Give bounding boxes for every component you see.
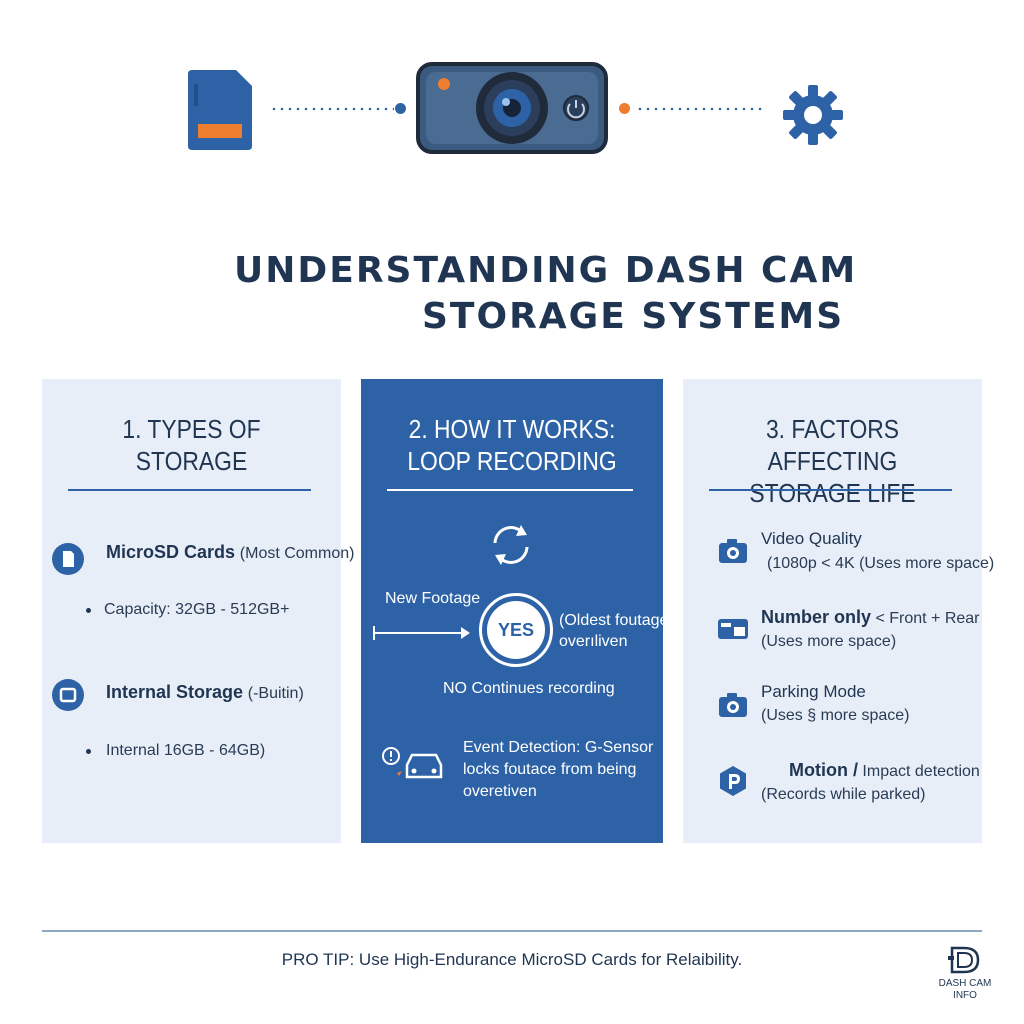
- arrow-head: [461, 627, 470, 639]
- connector-node-blue: [395, 103, 406, 114]
- bullet-dot: [86, 749, 91, 754]
- new-footage-label: New Footage: [385, 590, 481, 607]
- oldest-line-1: (Oldest foutage: [559, 612, 669, 629]
- bullet-capacity: Capacity: 32GB - 512GB+: [104, 601, 290, 618]
- item-label: MicroSD Cards: [106, 542, 236, 562]
- hero-icon-strip: [0, 0, 1024, 200]
- no-continues-text: NO Continues recording: [443, 680, 615, 697]
- factor-label: Motion /: [789, 760, 858, 780]
- panel-title-line-2: STORAGE LIFE: [749, 478, 916, 508]
- yes-ring: [479, 593, 553, 667]
- camera-icon: [719, 539, 747, 563]
- logo-line-2: INFO: [953, 990, 977, 1001]
- factor-label: Video Quality: [761, 529, 862, 548]
- parking-icon: [720, 766, 746, 796]
- event-line-3: overetiven: [463, 783, 537, 800]
- car-alert-icon: [382, 747, 443, 779]
- item-label: Internal Storage: [106, 682, 244, 702]
- connector-dots-left: [270, 107, 394, 111]
- panel-title-line-1: 3. FACTORS AFFECTING: [765, 414, 900, 476]
- page-title: UNDERSTANDING DASH CAM STORAGE SYSTEMS: [0, 248, 1024, 340]
- event-line-2: locks foutace from being: [463, 761, 637, 778]
- bullet-dot: [86, 608, 91, 613]
- divider: [68, 489, 311, 491]
- yes-badge: YES: [487, 601, 545, 659]
- dash-camera-icon: [416, 62, 608, 154]
- title-line-1: UNDERSTANDING DASH CAM: [234, 250, 858, 291]
- factor-label-rest: < Front + Rear: [871, 610, 980, 627]
- panel-title-line-2: LOOP RECORDING: [407, 446, 617, 476]
- oldest-line-2: overıliven: [559, 633, 628, 650]
- camera-icon: [719, 693, 747, 717]
- panel-loop-recording: 2. HOW IT WORKS: LOOP RECORDING New Foot…: [361, 379, 668, 843]
- chip-icon: [52, 679, 84, 711]
- item-note: (-Buitin): [247, 685, 304, 702]
- divider: [709, 489, 952, 491]
- panel-title-line-1: 1. TYPES OF: [122, 414, 261, 444]
- panel-title: 1. TYPES OF STORAGE: [60, 413, 323, 477]
- panel-title-line-1: 2. HOW IT WORKS:: [408, 414, 616, 444]
- sd-card-icon: [52, 543, 84, 575]
- dual-camera-icon: [718, 619, 748, 639]
- factor-sub: (Records while parked): [761, 786, 926, 803]
- divider: [387, 489, 633, 491]
- panel-types-of-storage: 1. TYPES OF STORAGE MicroSD Cards (Most …: [42, 379, 354, 843]
- panel-title: 2. HOW IT WORKS: LOOP RECORDING: [379, 413, 645, 477]
- title-line-2: STORAGE SYSTEMS: [422, 296, 845, 337]
- panel-title-line-2: STORAGE: [135, 446, 248, 476]
- factor-sub: (1080p < 4K (Uses more space): [767, 555, 995, 572]
- logo-text: DASH CAM INFO: [925, 978, 1005, 1002]
- pro-tip: PRO TIP: Use High-Endurance MicroSD Card…: [281, 950, 743, 969]
- storage-item-internal: Internal Storage (-Buitin): [106, 681, 304, 705]
- factor-motion-detection: Motion / Impact detection: [789, 759, 980, 783]
- event-detection-note: Event Detection: G-Sensor locks foutace …: [463, 737, 653, 803]
- factor-label-rest: Impact detection: [857, 763, 980, 780]
- connector-dots-right: [636, 107, 766, 111]
- gear-icon: [783, 85, 843, 145]
- item-note: (Most Common): [239, 545, 355, 562]
- panel-title: 3. FACTORS AFFECTING STORAGE LIFE: [701, 413, 964, 509]
- storage-item-microsd: MicroSD Cards (Most Common): [106, 541, 354, 565]
- factor-sub: (Uses more space): [761, 633, 897, 650]
- event-line-1: Event Detection: G-Sensor: [463, 739, 654, 756]
- bullet-internal-capacity: Internal 16GB - 64GB): [106, 742, 266, 759]
- oldest-footage-note: (Oldest foutage overıliven: [559, 610, 668, 652]
- factor-label: Number only: [761, 607, 872, 627]
- loop-arrows-icon: [493, 525, 529, 565]
- factor-number-cameras: Number only < Front + Rear: [761, 606, 980, 630]
- logo-line-1: DASH CAM: [938, 978, 992, 989]
- factor-label: Parking Mode: [761, 682, 866, 701]
- panel-storage-factors: 3. FACTORS AFFECTING STORAGE LIFE Video …: [683, 379, 994, 843]
- connector-node-orange: [619, 103, 630, 114]
- factor-sub: (Uses § more space): [761, 707, 910, 724]
- sd-card-icon: [188, 70, 252, 150]
- dash-cam-info-logo: [948, 946, 980, 974]
- arrow-line: [373, 632, 465, 634]
- footer-divider: [42, 930, 982, 932]
